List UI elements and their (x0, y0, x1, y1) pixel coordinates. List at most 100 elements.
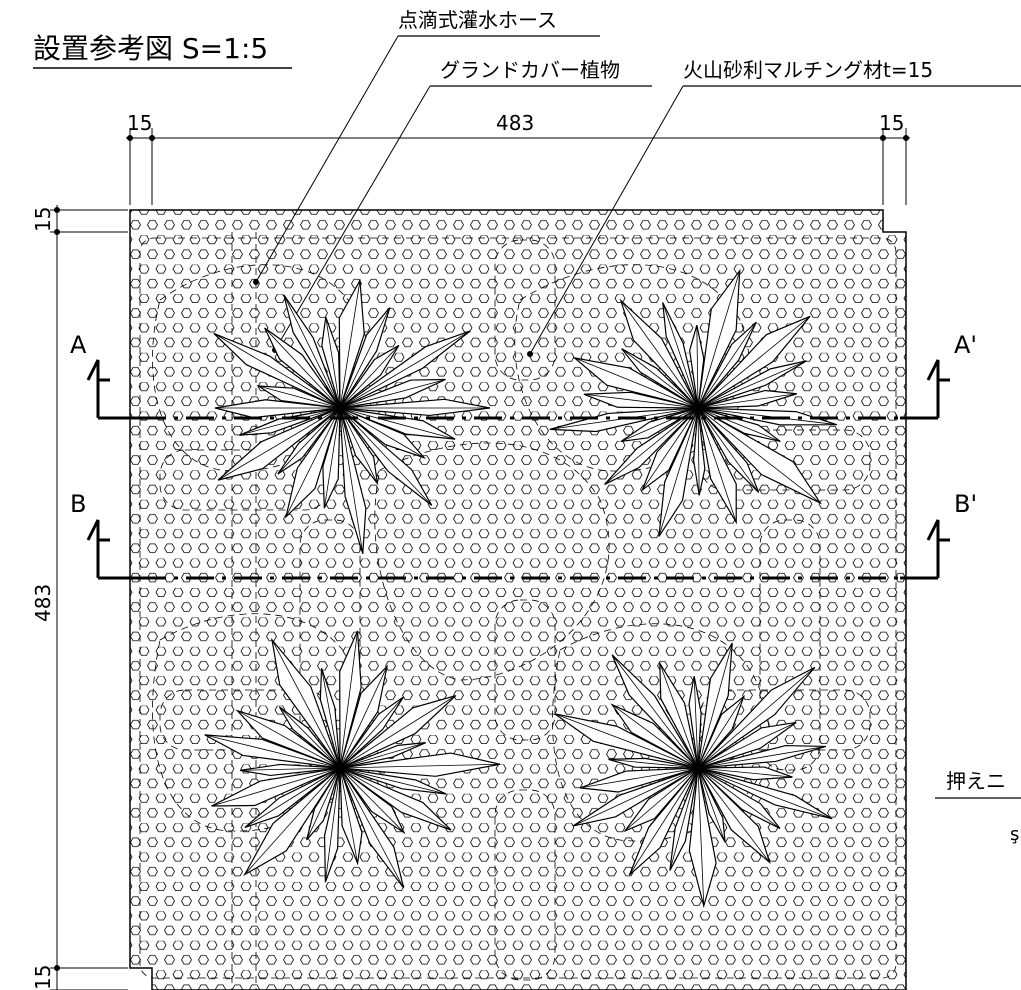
callout-clip: 押えニ (946, 769, 1006, 793)
plant-leaf-vein (321, 668, 341, 769)
plant-leaf-vein (697, 767, 793, 778)
plant-leaf-vein (285, 407, 341, 517)
plant-leaf-vein (283, 294, 341, 409)
plant-leaf-vein (339, 695, 457, 769)
plant-leaf-vein (697, 393, 797, 409)
plant-leaf-vein (339, 767, 404, 889)
plant-leaf-vein (339, 407, 378, 484)
section-line-a (86, 359, 950, 420)
dim-left-top: 15 (31, 207, 55, 232)
plant-leaf-vein (697, 767, 833, 820)
plant-leaf-vein (204, 734, 341, 769)
plant-leaf-vein (244, 767, 341, 875)
plant-leaf-vein (339, 379, 446, 409)
plant-leaf-vein (339, 767, 405, 833)
top-dimension (126, 128, 910, 205)
plant-leaf-vein (339, 407, 456, 440)
plant-leaf-vein (697, 407, 837, 426)
plant-leaf-vein (339, 280, 361, 409)
plant-leaf-vein (697, 407, 700, 496)
plant-leaf-vein (217, 407, 341, 481)
plant-leaf-vein (583, 393, 699, 409)
plant-leaf-vein (572, 767, 699, 827)
groundcover-plant (213, 278, 491, 554)
plant-leaf-vein (244, 767, 341, 828)
groundcover-plant (549, 268, 838, 537)
plant-leaf-vein (697, 746, 826, 769)
plant-leaf-vein (339, 696, 404, 769)
plant-center (694, 764, 702, 772)
plant-leaf-vein (697, 643, 733, 769)
plant-leaf-vein (271, 639, 341, 769)
plant-leaf-vein (608, 758, 699, 769)
plant-leaf-vein (621, 348, 699, 409)
plant-leaf-vein (620, 407, 699, 442)
plant-center (694, 404, 702, 412)
plant-leaf-vein (339, 407, 425, 459)
plant-leaf-vein (306, 767, 341, 841)
plant-leaf-vein (258, 385, 341, 409)
plant-leaf-vein (579, 767, 699, 789)
plant-leaf-vein (339, 407, 364, 554)
plant-leaf-vein (697, 270, 741, 409)
plant-leaf-vein (697, 767, 770, 863)
left-dimension (50, 205, 128, 990)
plant-leaf-vein (339, 767, 358, 864)
plant-center (336, 404, 344, 412)
plant-leaf-vein (324, 767, 341, 883)
dim-left-center: 483 (31, 584, 55, 622)
plant-leaf-vein (697, 407, 759, 493)
plant-leaf-vein (669, 767, 699, 871)
plant-leaf-vein (697, 696, 745, 769)
plant-leaf-vein (697, 407, 737, 523)
plant-leaf-vein (325, 316, 341, 409)
plant-leaf-vein (213, 333, 341, 409)
plant-leaf-vein (624, 767, 699, 832)
dim-top-left: 15 (127, 111, 152, 135)
plant-leaf-vein (620, 300, 699, 409)
plant-center (336, 764, 344, 772)
plant-leaf-vein (239, 407, 341, 436)
plant-leaf-vein (697, 667, 816, 769)
plant-leaf-vein (211, 767, 341, 807)
plant-leaf-vein (696, 325, 699, 409)
plant-leaf-vein (604, 407, 699, 485)
section-line-b (86, 519, 950, 580)
plant-leaf-vein (697, 722, 797, 769)
dim-left-bottom: 15 (31, 965, 55, 990)
groundcover-plant (204, 630, 501, 889)
callout-groundcover: グランドカバー植物 (440, 58, 620, 82)
plant-leaf-vein (339, 763, 500, 769)
section-a-left: A (70, 331, 87, 359)
plant-leaf-vein (323, 407, 341, 509)
plant-leaf-vein (339, 407, 432, 506)
plant-leaf-vein (339, 666, 388, 769)
plant-leaf-vein (237, 710, 341, 769)
plant-leaf-vein (693, 676, 699, 769)
plant-leaf-vein (658, 407, 699, 537)
plant-leaf-vein (697, 360, 807, 409)
plant-leaf-vein (339, 767, 452, 831)
plant-leaf-vein (611, 654, 699, 769)
groundcover-plant (554, 642, 833, 909)
plant-leaf-vein (697, 315, 811, 409)
callout-mulch: 火山砂利マルチング材t=15 (683, 58, 933, 82)
plant-leaf-vein (697, 321, 757, 409)
plant-leaf-vein (642, 407, 699, 491)
plant-leaf-vein (629, 767, 699, 876)
plant-leaf-vein (662, 302, 699, 409)
plant-leaf-vein (339, 630, 358, 769)
plant-leaf-vein (697, 767, 726, 843)
plant-leaf-vein (339, 345, 400, 409)
callout-drip-hose: 点滴式灌水ホース (398, 8, 557, 32)
plant-leaf-vein (277, 407, 341, 475)
plant-leaf-vein (339, 742, 426, 769)
section-b-right: B' (954, 490, 977, 518)
plant-leaf-vein (339, 330, 471, 409)
plant-leaf-vein (697, 767, 781, 829)
section-b-left: B (70, 490, 86, 518)
plant-leaf-vein (264, 327, 341, 409)
dim-top-center: 483 (496, 111, 534, 135)
partial-text: ş (1010, 824, 1019, 845)
